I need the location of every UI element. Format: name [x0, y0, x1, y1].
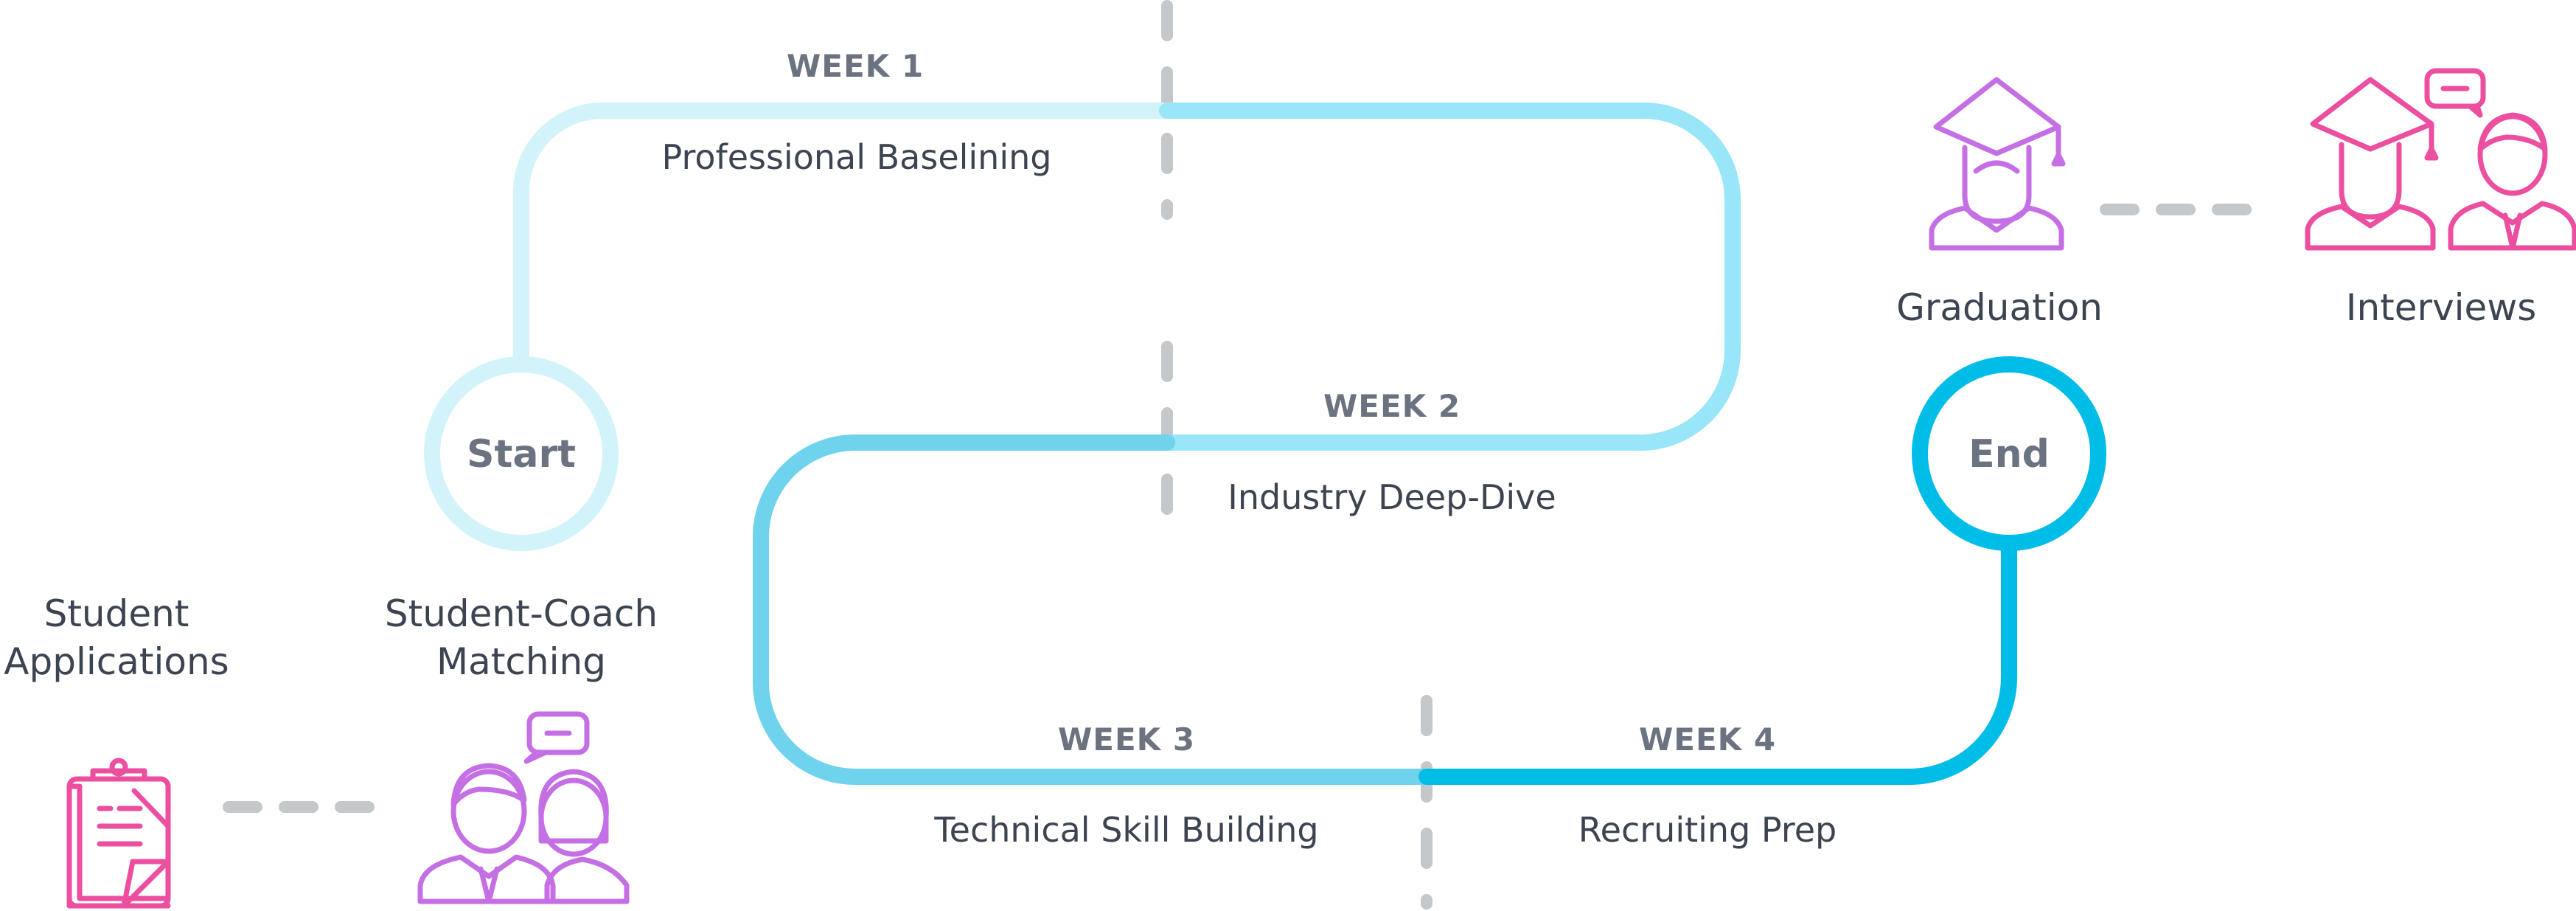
week-1-label: WEEK 1 — [787, 48, 924, 84]
applications-label-line-2: Applications — [4, 640, 229, 683]
path-segment-week-2 — [1159, 103, 1741, 451]
path-segment-week-1 — [513, 103, 1175, 370]
path-segment-week-3 — [753, 434, 1435, 785]
week-2-label: WEEK 2 — [1323, 388, 1461, 424]
applications-label-line-1: Student — [44, 592, 189, 635]
end-node-label: End — [1968, 432, 2050, 477]
week-3-title: Technical Skill Building — [933, 810, 1318, 850]
week-3-label: WEEK 3 — [1058, 721, 1195, 758]
week-4-title: Recruiting Prep — [1578, 810, 1837, 850]
path-segment-week-4 — [1418, 538, 2017, 785]
start-node-label: Start — [467, 432, 576, 477]
week-1-title: Professional Baselining — [662, 137, 1052, 177]
student-coach-icon — [417, 711, 630, 904]
end-node — [1912, 356, 2106, 551]
week-4-label: WEEK 4 — [1639, 721, 1776, 758]
matching-label-line-1: Student-Coach — [385, 592, 658, 635]
clipboard-icon — [66, 758, 171, 909]
interviews-label: Interviews — [2346, 286, 2537, 329]
graduation-label: Graduation — [1896, 286, 2103, 329]
graduate-icon — [1929, 77, 2066, 251]
matching-label-line-2: Matching — [436, 640, 606, 683]
start-node — [424, 356, 619, 551]
interview-icon — [2305, 68, 2576, 251]
week-2-title: Industry Deep-Dive — [1228, 477, 1556, 517]
